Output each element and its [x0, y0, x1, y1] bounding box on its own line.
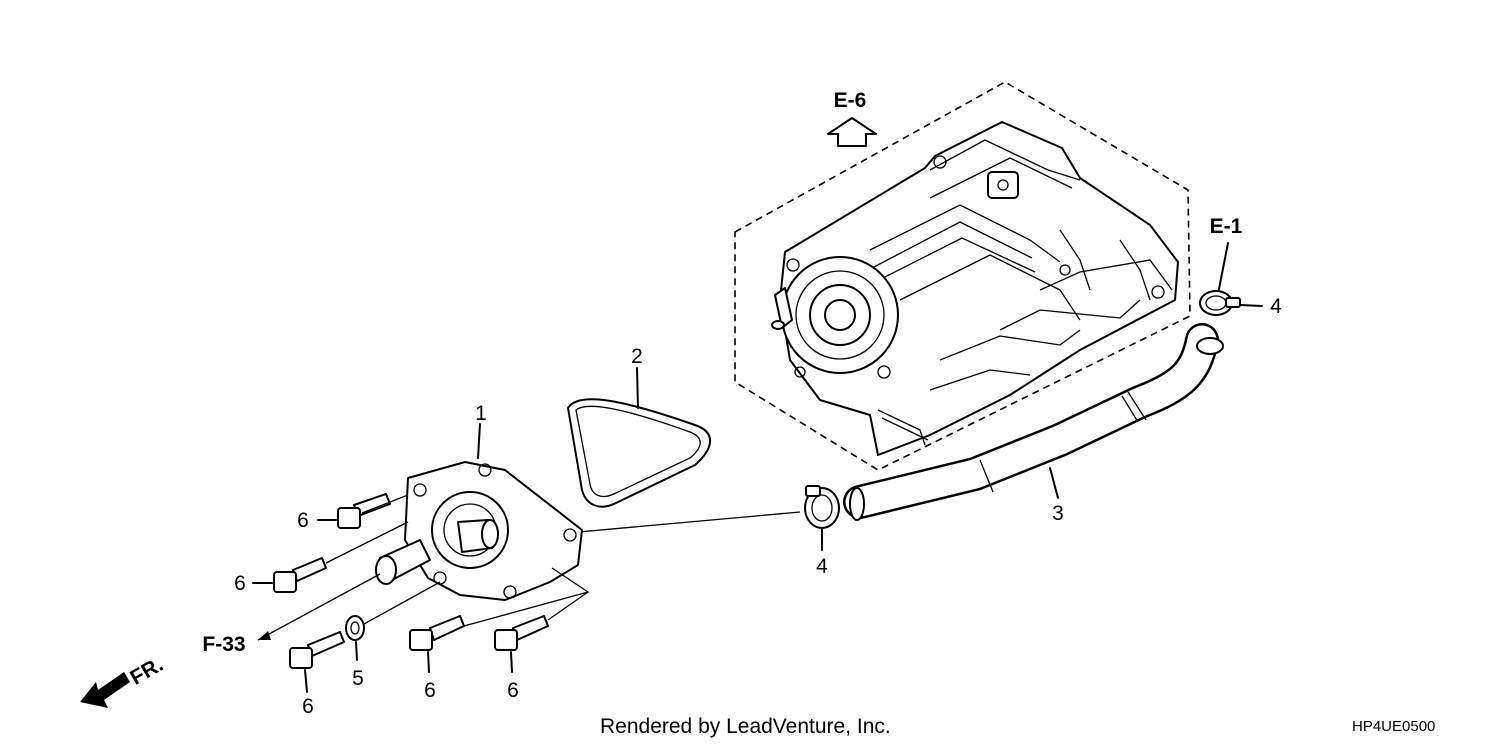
crankcase-body — [779, 121, 1179, 456]
callout-clamp-upper: 4 — [1270, 295, 1282, 318]
reference-f33[interactable]: F-33 — [202, 573, 381, 656]
reference-e1-label: E-1 — [1210, 215, 1243, 238]
front-arrow-icon — [80, 672, 130, 708]
reference-f33-label: F-33 — [202, 633, 245, 656]
up-arrow-icon — [827, 117, 877, 147]
hose-clamp-lower: 4 — [804, 485, 840, 578]
flange-bolt-b: 6 — [234, 521, 409, 595]
callout-clamp-lower: 4 — [816, 555, 828, 578]
callout-gasket: 2 — [631, 345, 643, 368]
callout-cover: 1 — [475, 402, 487, 425]
reference-e1[interactable]: E-1 — [1210, 215, 1243, 295]
flange-bolt-d: 6 — [409, 615, 465, 702]
water-hose: 3 — [843, 323, 1224, 525]
render-credit: Rendered by LeadVenture, Inc. — [600, 715, 891, 738]
callout-bolt-c: 6 — [302, 695, 314, 718]
callout-hose: 3 — [1052, 502, 1064, 525]
callout-washer: 5 — [352, 667, 364, 690]
callout-bolt-a: 6 — [297, 509, 309, 532]
front-direction-indicator: FR. — [80, 653, 167, 708]
flange-bolt-c: 6 — [289, 631, 345, 718]
flange-bolt-a: 6 — [297, 493, 409, 532]
reference-e6[interactable]: E-6 — [827, 89, 877, 147]
reference-e6-label: E-6 — [834, 89, 867, 112]
o-ring-gasket: 2 — [567, 345, 712, 508]
callout-bolt-b: 6 — [234, 572, 246, 595]
diagram-code: HP4UE0500 — [1352, 718, 1435, 735]
callout-bolt-d: 6 — [424, 679, 436, 702]
engine-case-assembly — [734, 81, 1191, 471]
hose-clamp-upper: 4 — [1199, 290, 1282, 318]
water-pump-cover: 1 — [375, 402, 583, 601]
callout-bolt-e: 6 — [507, 679, 519, 702]
front-label: FR. — [126, 653, 167, 690]
sealing-washer: 5 — [345, 581, 441, 690]
flange-bolt-e: 6 — [494, 615, 549, 702]
